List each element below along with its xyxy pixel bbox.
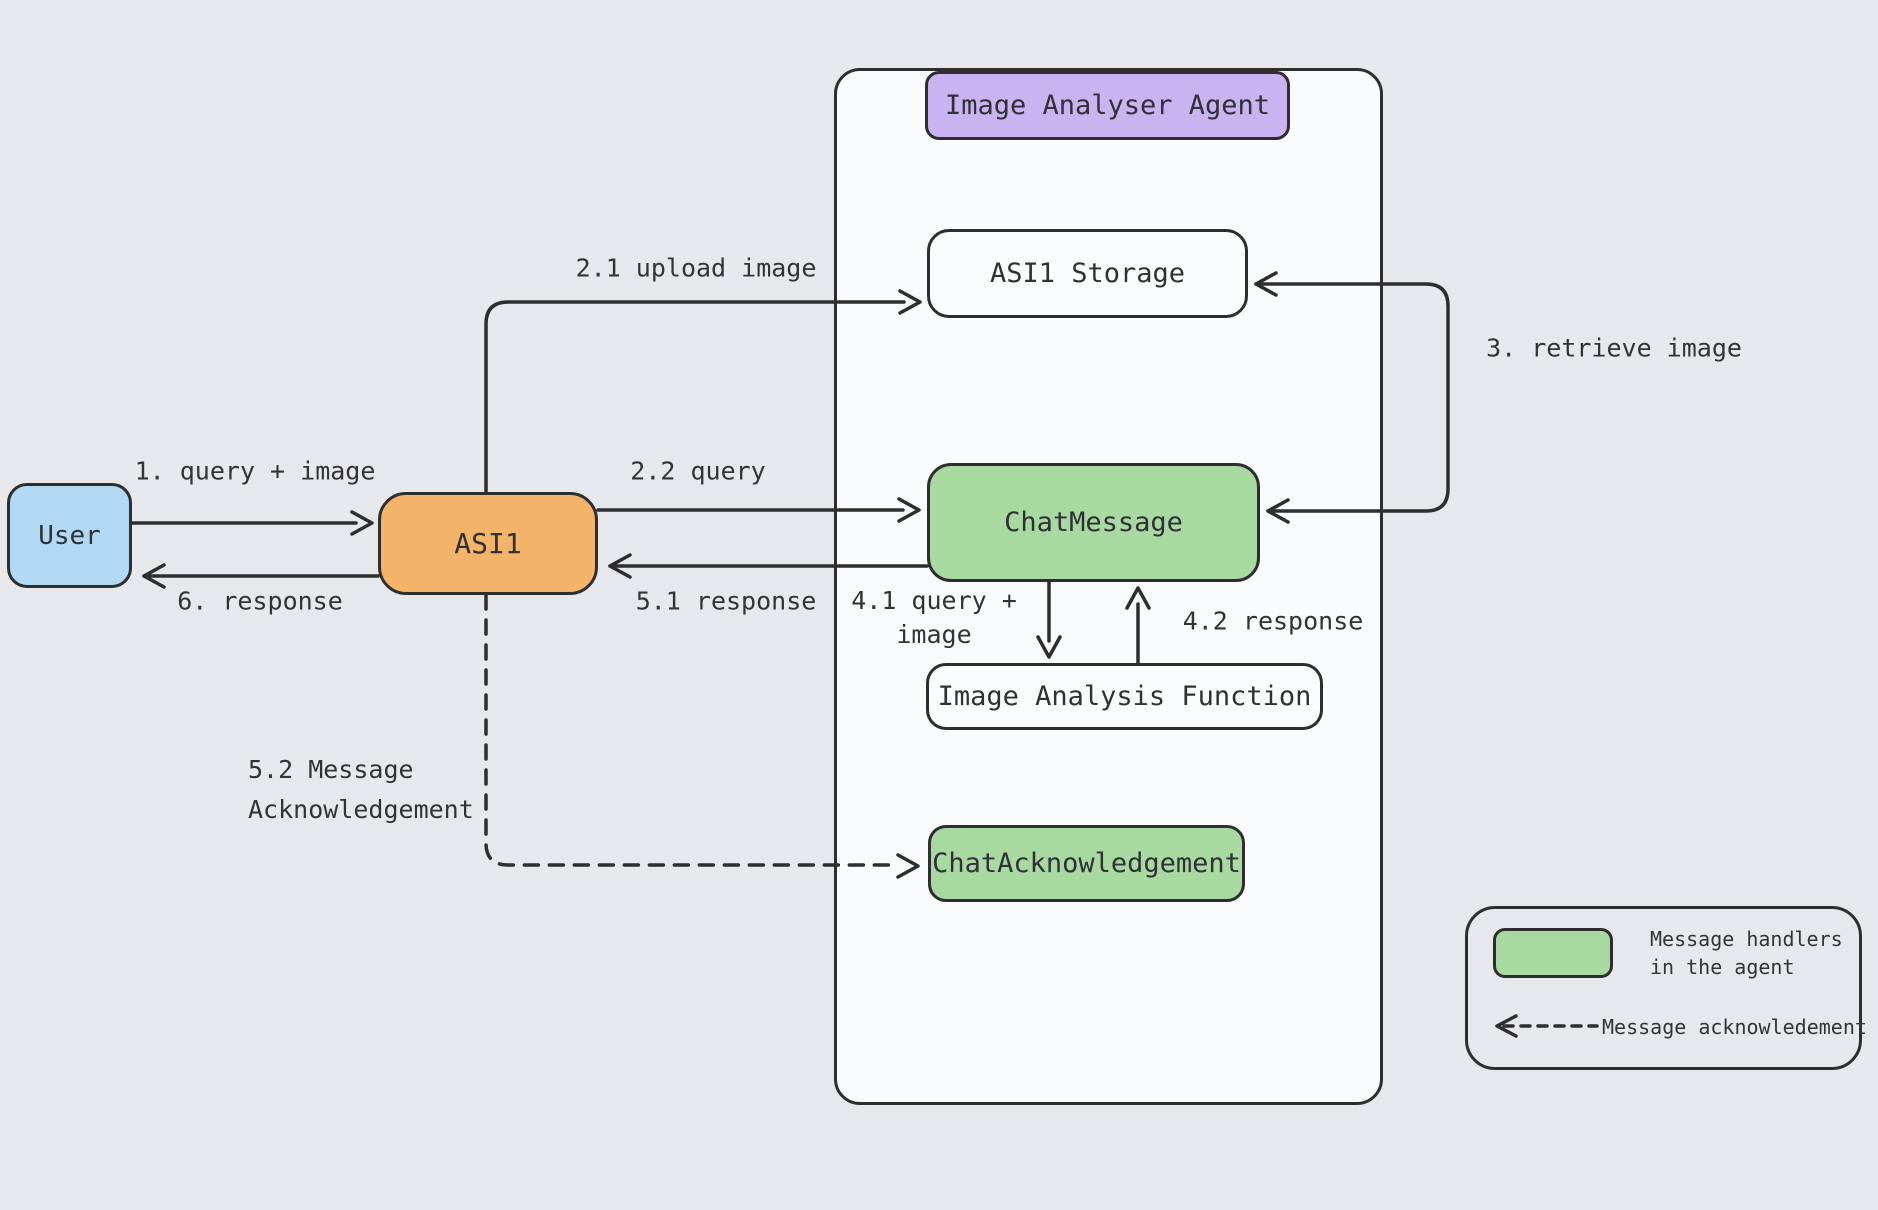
label-step41-line1: 4.1 query +: [851, 586, 1017, 615]
label-step6: 6. response: [177, 586, 343, 616]
legend-handlers-text: Message handlers in the agent: [1650, 925, 1843, 981]
legend-box: [1465, 906, 1862, 1070]
chat-acknowledgement-label: ChatAcknowledgement: [932, 848, 1241, 879]
chat-message-label: ChatMessage: [1004, 507, 1183, 538]
asi1-storage-label: ASI1 Storage: [989, 258, 1186, 289]
label-step3: 3. retrieve image: [1486, 333, 1742, 363]
arrow-query-image-1-head: [350, 510, 374, 536]
label-step1: 1. query + image: [134, 456, 376, 486]
chat-acknowledgement-box: ChatAcknowledgement: [928, 825, 1245, 902]
label-step51: 5.1 response: [635, 586, 817, 616]
agent-header-box: Image Analyser Agent: [925, 71, 1290, 140]
label-step41-line2: image: [896, 620, 972, 649]
legend-handlers-line2: in the agent: [1650, 955, 1795, 979]
label-step21: 2.1 upload image: [575, 253, 817, 283]
image-analysis-function-label: Image Analysis Function: [937, 681, 1312, 712]
arrow-response-6-head: [142, 563, 166, 589]
legend-handler-swatch: [1493, 928, 1613, 978]
asi1-storage-box: ASI1 Storage: [927, 229, 1248, 318]
arrow-response-6: [142, 563, 380, 589]
asi1-box: ASI1: [378, 492, 598, 595]
arrow-query-image-1: [130, 510, 374, 536]
agent-header-label: Image Analyser Agent: [944, 90, 1271, 121]
label-step52: 5.2 Message Acknowledgement: [248, 750, 474, 830]
legend-handlers-line1: Message handlers: [1650, 927, 1843, 951]
image-analysis-function-box: Image Analysis Function: [926, 663, 1323, 730]
arrow-response-51-head: [608, 553, 632, 579]
legend-acknowledgement-text: Message acknowledement: [1602, 1015, 1867, 1039]
label-step22: 2.2 query: [630, 456, 766, 486]
chat-message-box: ChatMessage: [927, 463, 1260, 582]
asi1-label: ASI1: [454, 527, 522, 560]
user-label: User: [38, 520, 101, 551]
user-box: User: [7, 483, 132, 588]
label-step42: 4.2 response: [1182, 606, 1364, 636]
label-step52-line1: 5.2 Message: [248, 755, 414, 784]
label-step52-line2: Acknowledgement: [248, 795, 474, 824]
label-step41: 4.1 query + image: [851, 584, 1017, 652]
